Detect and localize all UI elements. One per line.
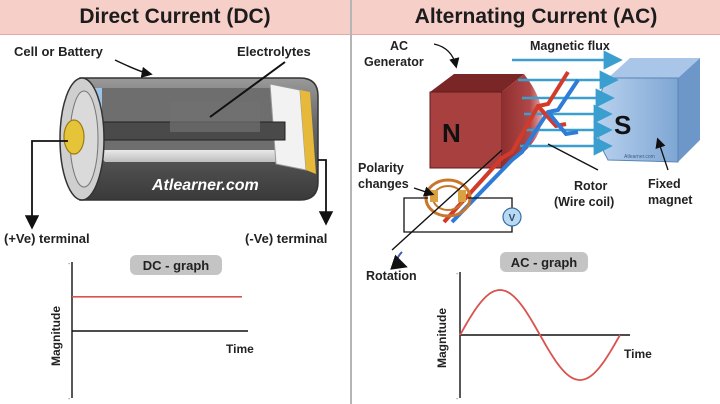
cell-pointer — [114, 59, 153, 78]
dc-title: Direct Current (DC) — [0, 0, 350, 35]
fixed-label-1: Fixed — [648, 177, 681, 191]
rotor-label-2: (Wire coil) — [554, 195, 614, 209]
ac-title: Alternating Current (AC) — [352, 0, 720, 35]
fixed-magnet-pointer — [655, 137, 669, 171]
svg-text:-: - — [456, 271, 459, 278]
ac-panel: Alternating Current (AC) — [352, 0, 720, 404]
negative-wire — [318, 159, 334, 226]
rotor-pointer — [547, 143, 599, 171]
north-magnet: N — [429, 74, 542, 169]
south-magnet: S Atlearner.com — [595, 58, 700, 163]
dc-graph-badge-text: DC - graph — [143, 258, 210, 273]
rotation-axis — [391, 149, 503, 251]
cell-label: Cell or Battery — [14, 44, 104, 59]
ac-sine-wave — [459, 289, 621, 381]
rotor-coil — [442, 70, 580, 224]
ac-illustration: N S Atlearner.com — [358, 39, 700, 403]
dc-watermark: Atlearner.com — [151, 177, 259, 194]
dc-y-label: Magnitude — [49, 306, 63, 366]
generator-label-1: AC — [390, 39, 408, 53]
ac-graph: AC - graph - - Time Magnitude — [435, 252, 652, 403]
north-label: N — [442, 118, 461, 148]
electrolytes-pointer — [209, 61, 286, 118]
dc-illustration: Atlearner.com Cell or Battery Electrolyt… — [4, 44, 334, 403]
voltmeter: V — [502, 207, 522, 227]
polarity-label-2: changes — [358, 177, 409, 191]
rotation-arrow — [390, 251, 408, 270]
svg-text:-: - — [68, 261, 71, 268]
svg-text:-: - — [68, 396, 71, 403]
ac-graph-badge — [500, 252, 588, 272]
dc-graph-badge — [130, 255, 222, 275]
rotation-label: Rotation — [366, 269, 417, 283]
polarity-pointer — [413, 186, 435, 197]
rotor-label-1: Rotor — [574, 179, 607, 193]
svg-text:-: - — [456, 396, 459, 403]
positive-wire — [24, 140, 68, 230]
polarity-label-1: Polarity — [358, 161, 404, 175]
ac-x-label: Time — [624, 347, 652, 361]
external-circuit — [403, 197, 513, 233]
ac-y-label: Magnitude — [435, 308, 449, 368]
positive-terminal-label: (+Ve) terminal — [4, 231, 90, 246]
flux-label: Magnetic flux — [530, 39, 610, 53]
voltmeter-label: V — [509, 213, 516, 224]
electrolytes-label: Electrolytes — [237, 44, 311, 59]
panel-divider — [350, 0, 352, 404]
negative-terminal-label: (-Ve) terminal — [245, 231, 327, 246]
dc-x-label: Time — [226, 342, 254, 356]
dc-graph: DC - graph - - Time Magnitude — [49, 255, 254, 403]
ac-graph-badge-text: AC - graph — [511, 255, 578, 270]
fixed-label-2: magnet — [648, 193, 693, 207]
ac-watermark: Atlearner.com — [624, 154, 655, 160]
south-label: S — [614, 110, 631, 140]
generator-pointer — [433, 43, 460, 69]
battery-cell — [59, 77, 319, 201]
dc-panel: Direct Current (DC) — [0, 0, 350, 404]
generator-label-2: Generator — [364, 55, 424, 69]
